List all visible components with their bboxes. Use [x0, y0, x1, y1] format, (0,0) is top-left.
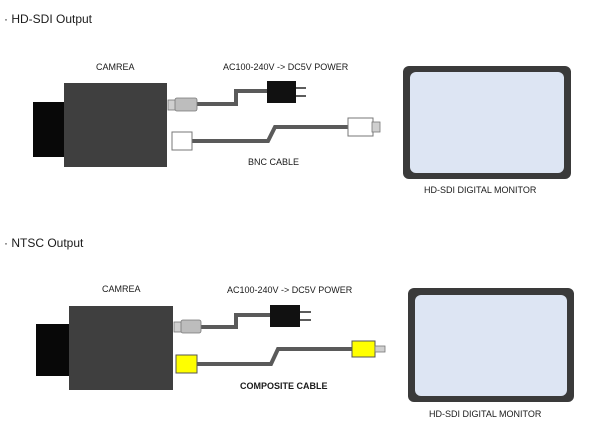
camera-label-hdsdi: CAMREA — [96, 62, 135, 72]
rca-connector-end — [351, 340, 376, 358]
bnc-cable — [191, 125, 348, 143]
camera-lens-ntsc — [36, 324, 72, 376]
section-title-hdsdi: · HD-SDI Output — [4, 12, 93, 26]
cable-label-ntsc: COMPOSITE CABLE — [240, 381, 328, 391]
camera-lens-hdsdi — [33, 102, 67, 157]
section-title-ntsc: · NTSC Output — [4, 236, 84, 250]
rca-connector-camera — [175, 354, 198, 374]
camera-body-ntsc — [69, 306, 173, 390]
dc-plug-hdsdi — [174, 97, 198, 112]
monitor-label-hdsdi: HD-SDI DIGITAL MONITOR — [424, 185, 537, 195]
power-label-ntsc: AC100-240V -> DC5V POWER — [227, 285, 353, 295]
power-cable-hdsdi — [196, 89, 267, 106]
power-adapter-ntsc — [270, 305, 300, 327]
monitor-screen-ntsc — [415, 295, 567, 396]
bnc-connector-tip — [371, 121, 381, 133]
power-adapter-hdsdi — [267, 81, 296, 103]
monitor-label-ntsc: HD-SDI DIGITAL MONITOR — [429, 409, 542, 419]
bnc-connector-end — [347, 117, 374, 137]
ntsc-diagram — [36, 288, 574, 402]
composite-cable — [197, 347, 352, 366]
power-label-hdsdi: AC100-240V -> DC5V POWER — [223, 62, 349, 72]
cable-label-hdsdi: BNC CABLE — [248, 157, 300, 167]
bnc-connector-camera — [171, 131, 193, 151]
hdsdi-diagram — [33, 66, 571, 179]
dc-plug-ntsc — [180, 319, 202, 334]
camera-label-ntsc: CAMREA — [102, 284, 141, 294]
camera-body-hdsdi — [64, 83, 167, 167]
power-cable-ntsc — [200, 313, 270, 329]
monitor-screen-hdsdi — [410, 72, 564, 173]
rca-connector-tip — [374, 345, 386, 353]
